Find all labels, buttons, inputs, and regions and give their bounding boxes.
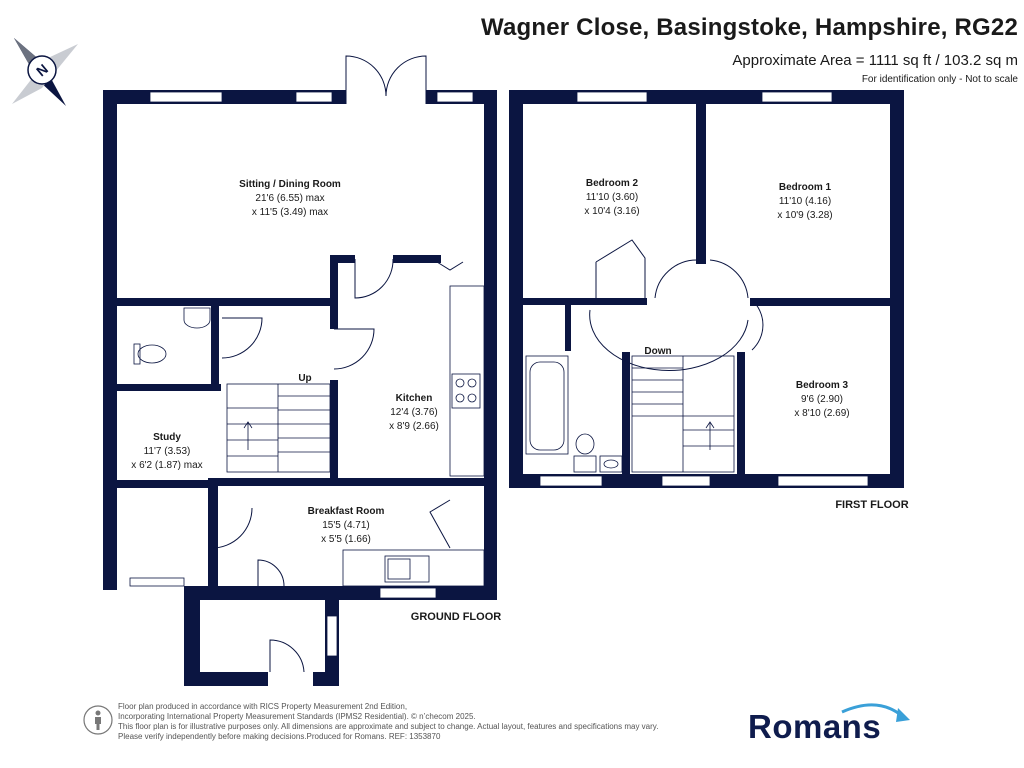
romans-logo: Romans xyxy=(748,708,882,745)
ground-floor-windows xyxy=(129,91,474,657)
footer-disclaimer: Floor plan produced in accordance with R… xyxy=(118,702,658,742)
room-dimension: 11'10 (4.16) xyxy=(779,196,831,207)
room-dimension: x 10'9 (3.28) xyxy=(777,210,832,221)
room-name: Breakfast Room xyxy=(308,506,385,517)
room-dimension: 9'6 (2.90) xyxy=(801,394,843,405)
first-floor-windows xyxy=(539,91,869,487)
room-study: Study 11'7 (3.53) x 6'2 (1.87) max xyxy=(131,432,202,471)
room-dimension: 12'4 (3.76) xyxy=(390,407,438,418)
footer-line: This floor plan is for illustrative purp… xyxy=(118,722,659,731)
first-floor-doors xyxy=(589,239,764,372)
stairs-up-label: Up xyxy=(298,373,311,384)
room-sitting-dining: Sitting / Dining Room 21'6 (6.55) max x … xyxy=(239,179,341,218)
wc-fittings xyxy=(133,307,211,365)
compass-icon: N xyxy=(12,38,78,106)
property-title: Wagner Close, Basingstoke, Hampshire, RG… xyxy=(481,14,1018,41)
room-kitchen: Kitchen 12'4 (3.76) x 8'9 (2.66) xyxy=(389,393,439,432)
room-dimension: x 8'9 (2.66) xyxy=(389,421,439,432)
ground-floor-label: GROUND FLOOR xyxy=(411,611,501,623)
room-name: Bedroom 3 xyxy=(796,380,849,391)
ground-floor-doors xyxy=(211,258,464,673)
room-dimension: 15'5 (4.71) xyxy=(322,520,370,531)
room-dimension: x 10'4 (3.16) xyxy=(584,206,639,217)
first-floor-label: FIRST FLOOR xyxy=(835,499,908,511)
room-name: Bedroom 2 xyxy=(586,178,639,189)
room-name: Study xyxy=(153,432,181,443)
room-dimension: 21'6 (6.55) max xyxy=(255,193,324,204)
room-bedroom-3: Bedroom 3 9'6 (2.90) x 8'10 (2.69) xyxy=(794,380,849,419)
room-bedroom-1: Bedroom 1 11'10 (4.16) x 10'9 (3.28) xyxy=(777,182,832,221)
first-floor-stairs xyxy=(631,355,735,473)
room-dimension: x 11'5 (3.49) max xyxy=(252,207,328,218)
person-icon xyxy=(83,705,113,735)
approximate-area: Approximate Area = 1111 sq ft / 103.2 sq… xyxy=(732,52,1018,69)
footer-line: Please verify independently before makin… xyxy=(118,732,441,741)
room-breakfast: Breakfast Room 15'5 (4.71) x 5'5 (1.66) xyxy=(308,506,385,545)
room-dimension: 11'7 (3.53) xyxy=(144,446,191,457)
room-name: Sitting / Dining Room xyxy=(239,179,341,190)
footer-line: Incorporating International Property Mea… xyxy=(118,712,476,721)
room-dimension: 11'10 (3.60) xyxy=(586,192,638,203)
room-dimension: x 6'2 (1.87) max xyxy=(131,460,202,471)
kitchen-fittings xyxy=(342,285,485,587)
ground-stairs xyxy=(226,383,331,473)
room-bedroom-2: Bedroom 2 11'10 (3.60) x 10'4 (3.16) xyxy=(584,178,639,217)
room-dimension: x 8'10 (2.69) xyxy=(794,408,849,419)
stairs-down-label: Down xyxy=(644,346,671,357)
footer-line: Floor plan produced in accordance with R… xyxy=(118,702,408,711)
identification-note: For identification only - Not to scale xyxy=(861,74,1018,85)
bathroom-fittings xyxy=(525,355,623,473)
room-dimension: x 5'5 (1.66) xyxy=(321,534,371,545)
room-name: Kitchen xyxy=(396,393,433,404)
logo-arrow-icon xyxy=(896,708,910,722)
french-doors xyxy=(345,55,427,104)
room-name: Bedroom 1 xyxy=(779,182,832,193)
